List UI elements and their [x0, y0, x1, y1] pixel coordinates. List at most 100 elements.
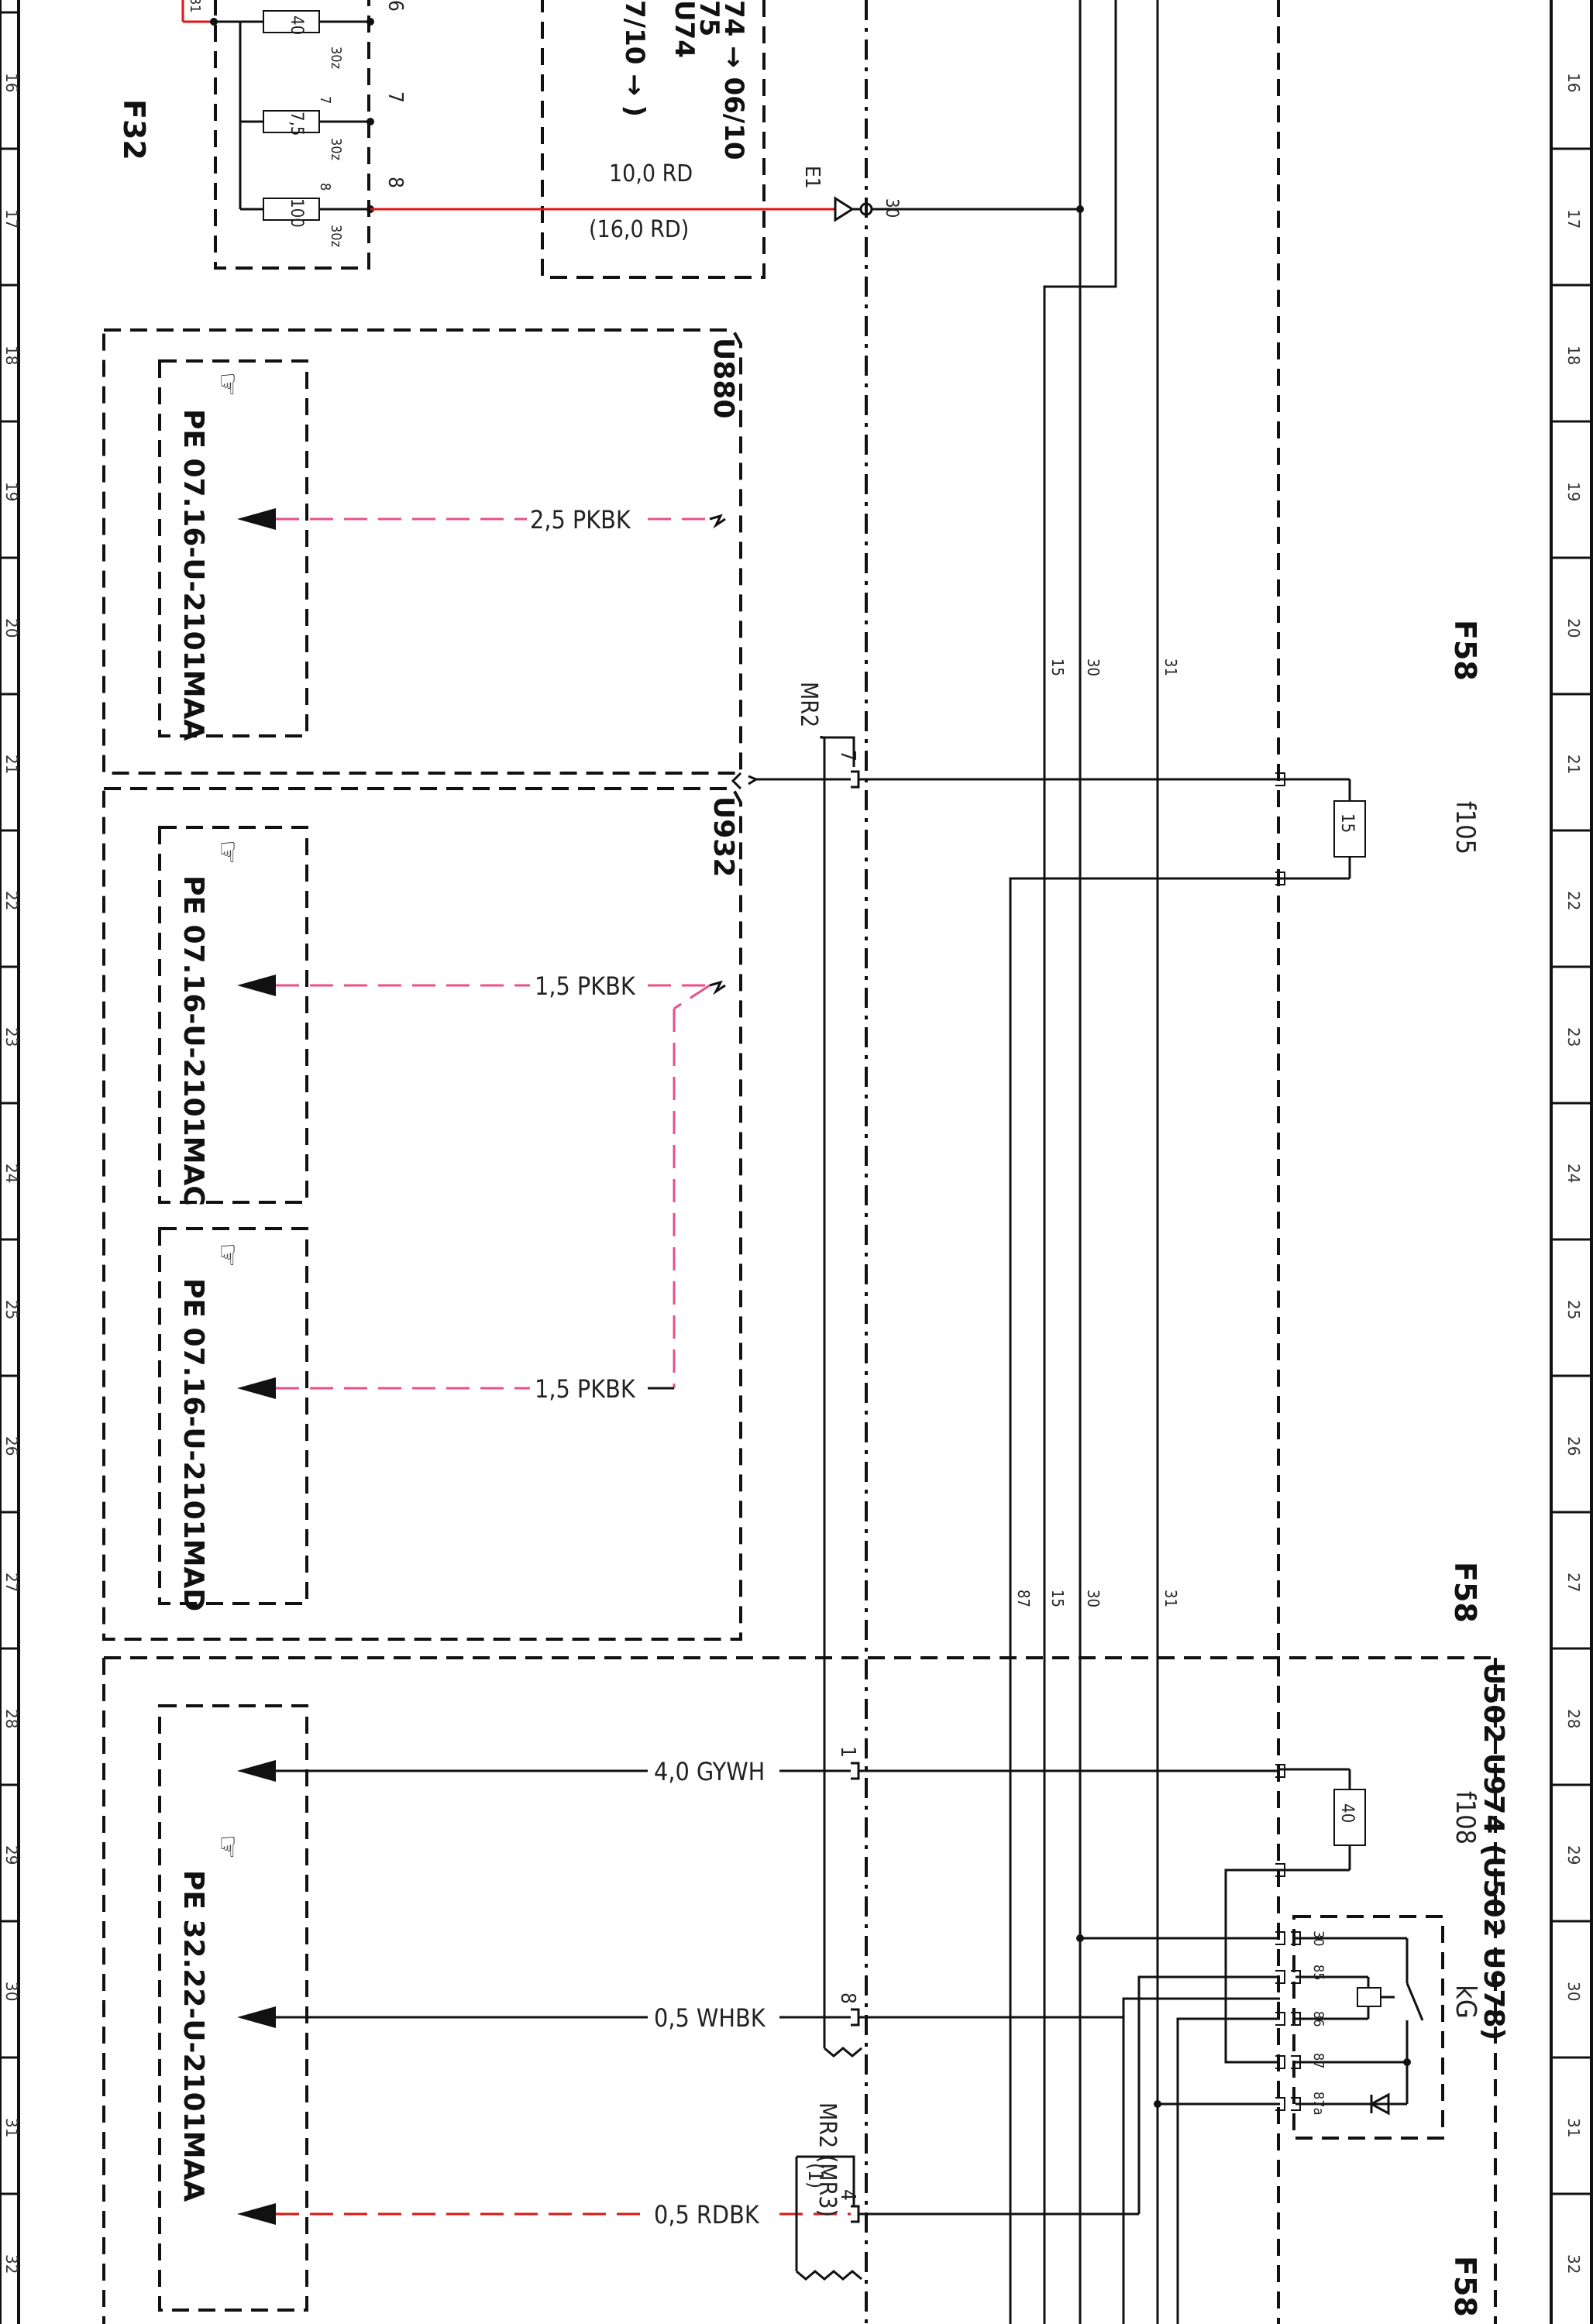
header-line3: U74	[669, 0, 700, 58]
grid-row-label-right: 32	[1564, 2254, 1583, 2274]
grid-row-label-left: 32	[2, 2254, 21, 2274]
mr2-leader-line	[820, 736, 855, 767]
f32-fuse-labels: 40 7,5 100 30z 30z 30z 7 8 31 6 7 8	[187, 0, 407, 247]
grid-row-label-left: 29	[2, 1845, 21, 1865]
main-feed-wire	[370, 196, 1084, 222]
ref-u502: ☞ PE 32.22-U-2101MAA	[177, 1834, 243, 2202]
module-u932-label: U932	[707, 796, 739, 877]
bus-labels: 15 30 31 87 15 30 31	[1014, 658, 1180, 1607]
left-grid-ruler	[0, 0, 20, 2324]
grid-row-ticks	[0, 11, 1591, 2195]
wire-4-0-gywh: 4,0 GYWH	[654, 1757, 765, 1786]
grid-row-label-left: 22	[2, 891, 21, 910]
grid-row-label-right: 28	[1564, 1709, 1583, 1728]
grid-row-label-left: 19	[2, 482, 21, 501]
reference-pe-32-22-u-2101maa: PE 32.22-U-2101MAA	[177, 1870, 209, 2202]
wire-10-rd: 10,0 RD	[609, 160, 693, 187]
fuse-f108-value: 40	[1337, 1803, 1357, 1823]
header-line4: 7/10 → )	[619, 0, 650, 117]
fuse-f32-100: 100	[287, 198, 306, 228]
wire-4-gywh-run	[237, 1760, 1280, 1782]
f32-terminal-8: 8	[384, 177, 407, 188]
pointing-hand-icon: ☞	[212, 840, 243, 865]
right-grid-ruler	[1550, 0, 1593, 2324]
component-f58-label-b: F58	[1448, 1562, 1482, 1623]
grid-row-label-right: 18	[1564, 346, 1583, 365]
wire-16-rd: (16,0 RD)	[589, 216, 689, 243]
grid-row-label-right: 29	[1564, 1845, 1583, 1865]
grid-row-label-right: 19	[1564, 482, 1583, 501]
fuse-f105	[1280, 778, 1366, 880]
component-f58-label-a: F58	[1448, 620, 1482, 681]
connector-mr2-top-label: MR2	[795, 682, 822, 727]
grid-row-label-right: 20	[1564, 618, 1583, 638]
grid-row-label-right: 22	[1564, 891, 1583, 910]
mr2-connector-housing	[795, 737, 862, 2281]
harness-boundary-lines	[865, 0, 1497, 2324]
fuse-pin-8: 8	[317, 183, 333, 191]
wire-1-5-pkbk-a: 1,5 PKBK	[535, 971, 636, 1001]
fuse-block-f32	[181, 0, 374, 270]
bus-lines	[1009, 0, 1280, 2324]
fuse-pin-7: 7	[317, 96, 333, 104]
grid-row-label-left: 28	[2, 1709, 21, 1728]
f32-terminal-6: 6	[384, 0, 407, 12]
connector-pin-7: 7	[836, 750, 859, 761]
reference-pe-07-16-u-2101mad: PE 07.16-U-2101MAD	[177, 1278, 209, 1611]
bus-31-bottom: 31	[1161, 1590, 1180, 1607]
relay-pin-85: 85	[1310, 1965, 1326, 1981]
header-line2: 75	[693, 0, 724, 36]
grid-row-label-right: 23	[1564, 1027, 1583, 1047]
relay-pin-87a: 87a	[1310, 2092, 1326, 2116]
component-f32-label: F32	[117, 99, 151, 160]
grid-row-label-right: 27	[1564, 1573, 1583, 1592]
grid-row-label-left: 16	[2, 73, 21, 92]
bus-15-top: 15	[1048, 658, 1067, 676]
grid-row-label-right: 21	[1564, 755, 1583, 774]
wire-1-5-pkbk-run-b	[237, 1377, 674, 1399]
bus-87-bottom: 87	[1014, 1590, 1033, 1607]
grid-row-label-left: 24	[2, 1164, 21, 1183]
fuse-f108-label: f108	[1450, 1791, 1481, 1844]
connector-pin-8: 8	[836, 1992, 859, 2004]
wire-2-5-pkbk: 2,5 PKBK	[530, 505, 631, 535]
e1-label: E1	[800, 166, 824, 189]
module-u880	[102, 328, 742, 775]
grid-row-label-left: 26	[2, 1436, 21, 1456]
f58-connector-ticks	[1275, 772, 1301, 2111]
pointing-hand-icon: ☞	[212, 1243, 243, 1267]
grid-row-label-left: 27	[2, 1573, 21, 1592]
e1-pin-30: 30	[882, 198, 901, 218]
bus-30-top: 30	[1084, 658, 1103, 676]
relay-pin-86: 86	[1310, 2011, 1326, 2027]
fuse-f32-40: 40	[287, 15, 306, 35]
module-u932	[102, 787, 742, 1641]
fuse-sub-30z-1: 30z	[328, 46, 344, 69]
connector-pin-1: 1	[836, 1746, 859, 1758]
grid-row-label-left: 21	[2, 755, 21, 774]
fuse-sub-30z-3: 30z	[328, 225, 344, 247]
wire-1-5-pkbk-run-a	[237, 975, 726, 1388]
grid-row-label-right: 26	[1564, 1436, 1583, 1456]
wire-0-5-rdbk-run	[237, 2203, 1139, 2225]
connector-mr2-pin7	[731, 770, 1280, 790]
wire-0-5-rdbk: 0,5 RDBK	[654, 2200, 760, 2229]
fuse-pin-31: 31	[187, 0, 203, 13]
wire-2-5-pkbk-run	[237, 508, 726, 530]
grid-row-label-left: 30	[2, 1982, 21, 2001]
fuse-f108	[1280, 1768, 1366, 1872]
grid-row-label-left: 23	[2, 1027, 21, 1047]
fuse-f32-7-5: 7,5	[287, 112, 306, 136]
relay-kg-label: kG	[1450, 1985, 1481, 2019]
grid-row-label-right: 30	[1564, 1982, 1583, 2001]
grid-row-label-right: 24	[1564, 1164, 1583, 1183]
grid-row-label-left: 25	[2, 1300, 21, 1319]
bus-30-bottom: 30	[1084, 1590, 1103, 1607]
wire-0-5-whbk: 0,5 WHBK	[654, 2003, 766, 2033]
relay-kg	[1292, 1915, 1444, 2140]
fuse-f105-label: f105	[1450, 801, 1481, 854]
grid-row-label-right: 16	[1564, 73, 1583, 92]
grid-row-label-left: 17	[2, 209, 21, 229]
relay-pin-87: 87	[1310, 2053, 1326, 2069]
